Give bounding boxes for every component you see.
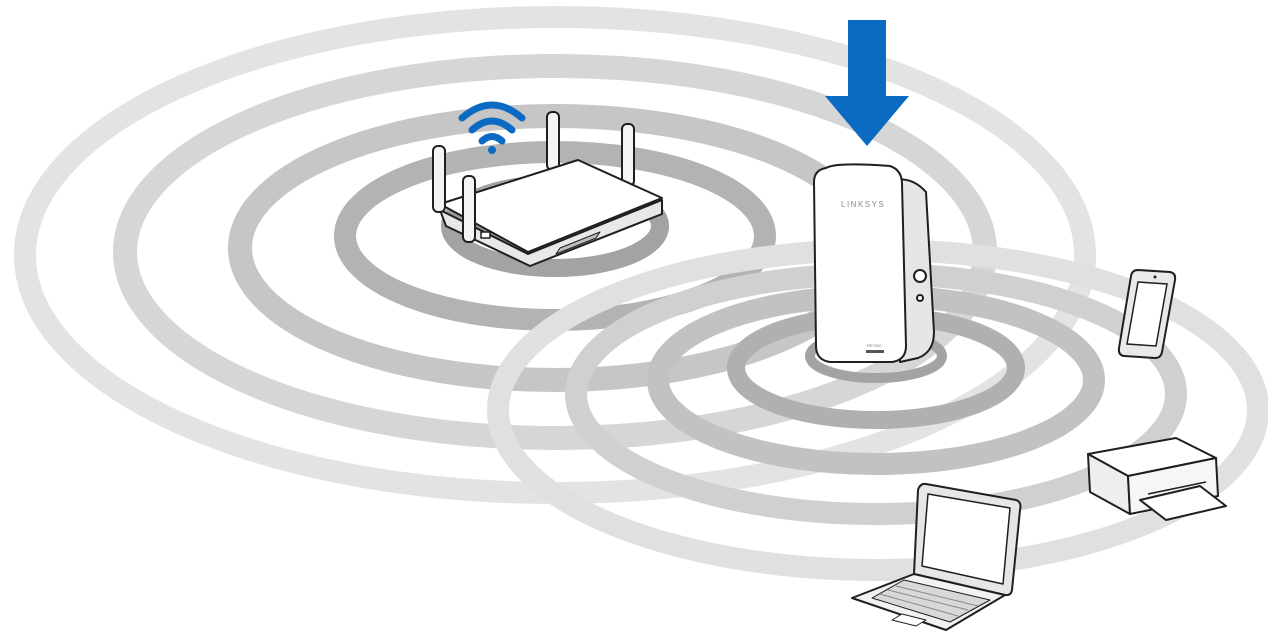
range-extender-icon: LINKSYS RE7000 [813,163,935,363]
smartphone-icon [1117,268,1177,360]
laptop-icon [851,482,1022,631]
down-arrow-icon [825,20,909,146]
extender-brand-label: LINKSYS [841,200,885,209]
wifi-signal-icon [458,101,526,154]
extender-model-label: RE7000 [867,343,882,348]
wifi-router-icon [432,111,663,267]
printer-icon [1087,437,1227,521]
